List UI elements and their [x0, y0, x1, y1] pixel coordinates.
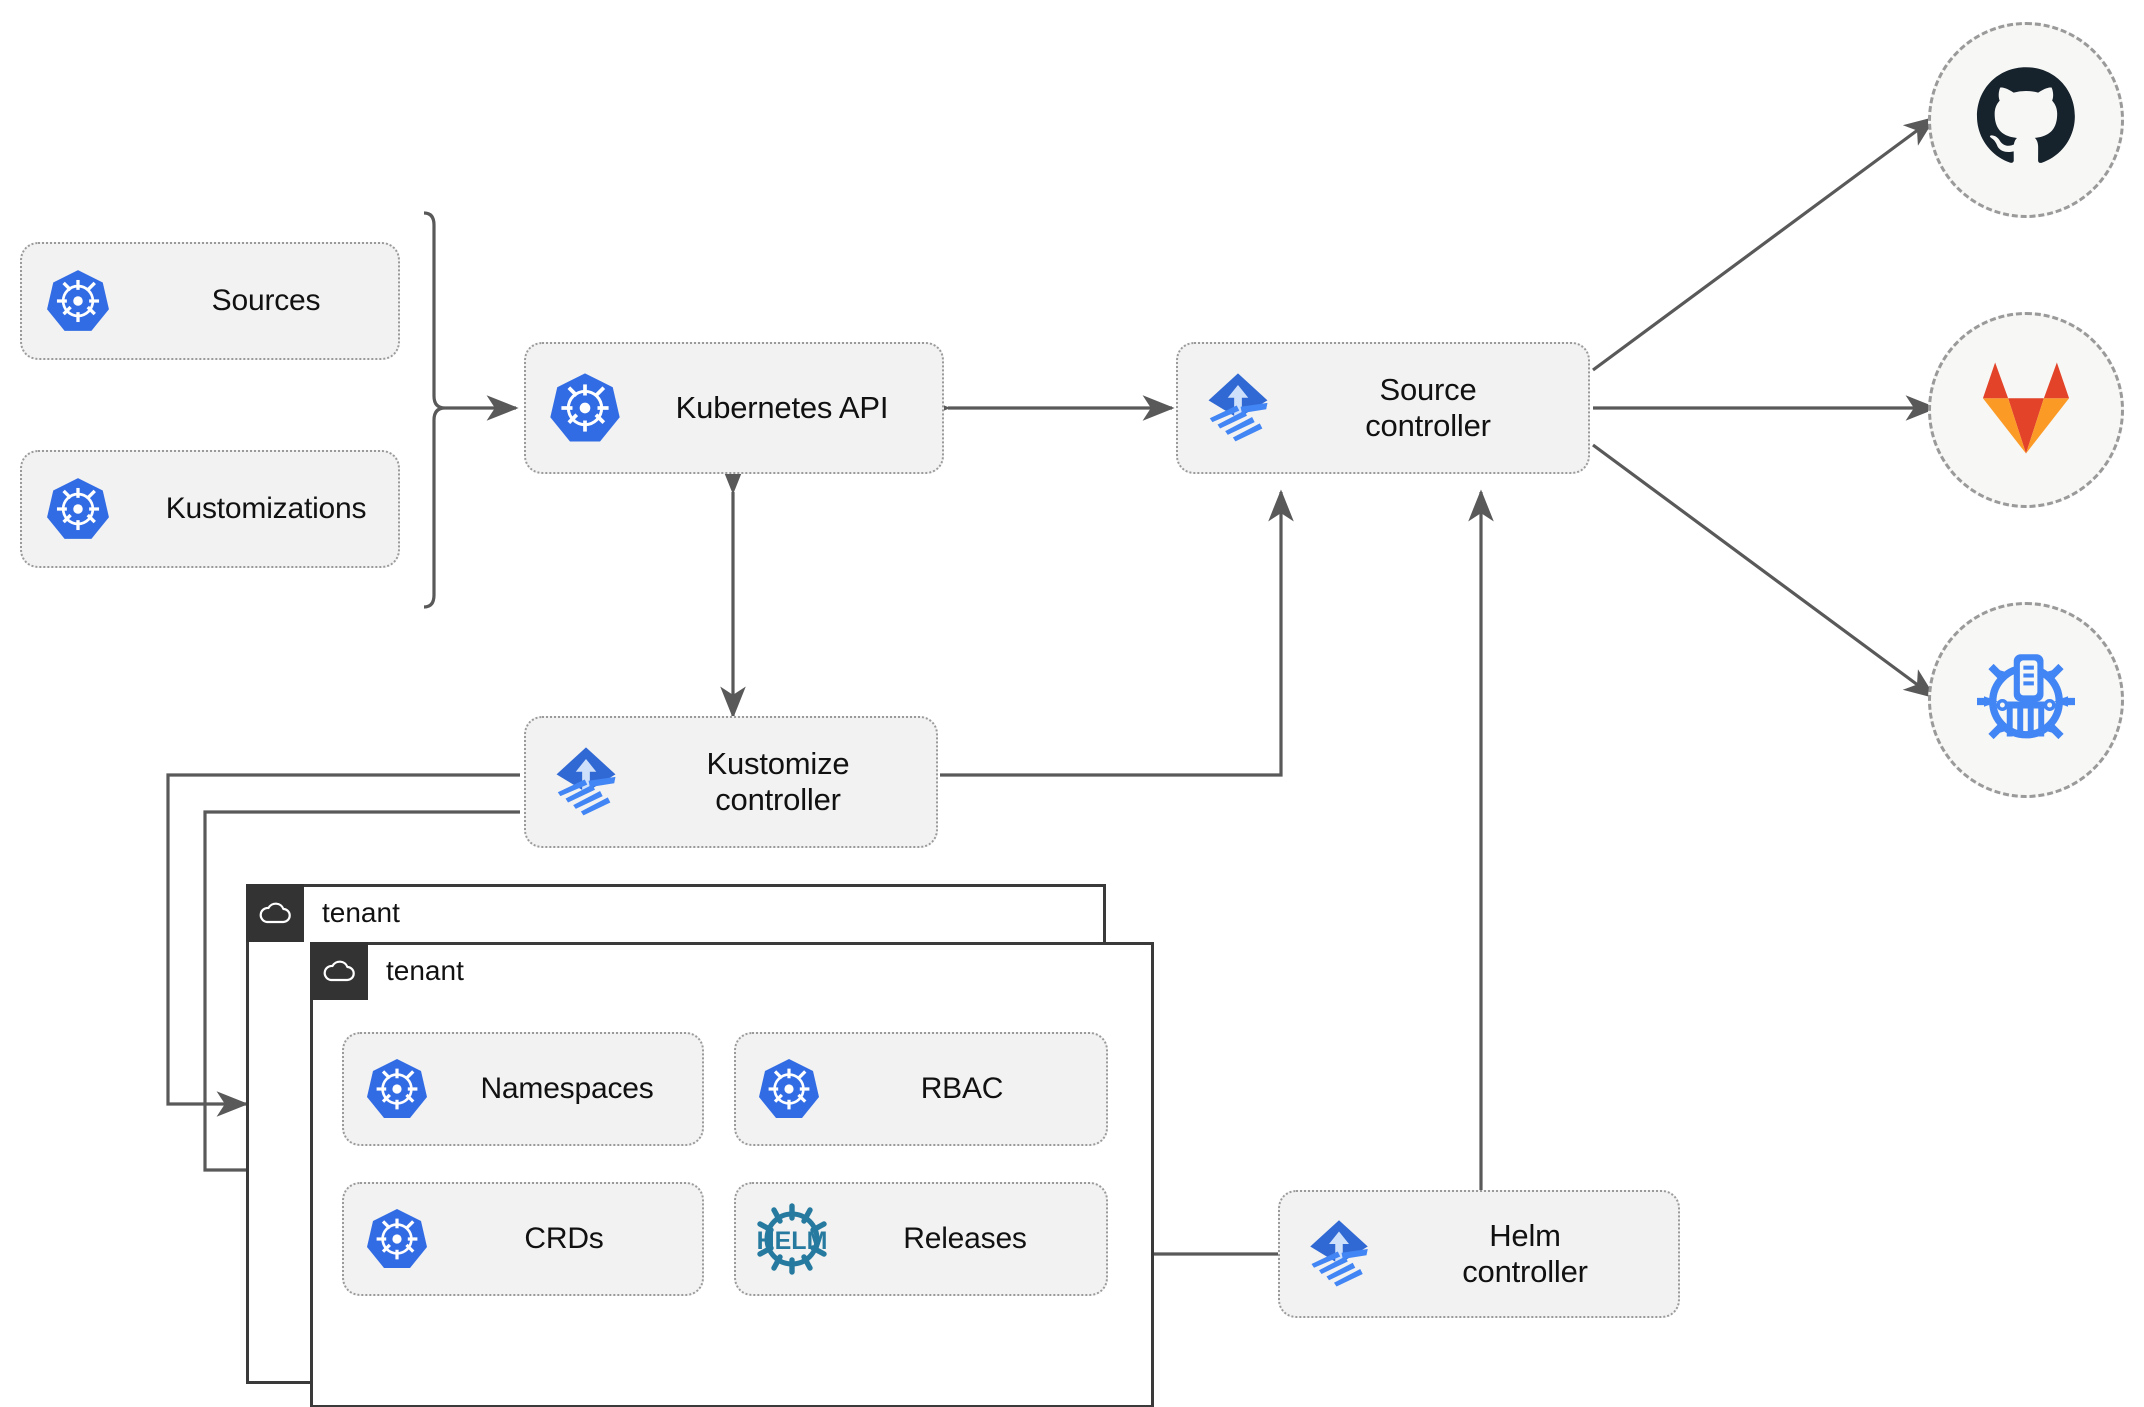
gitlab-icon: [1974, 358, 2078, 463]
node-kubernetes-api[interactable]: Kubernetes API: [524, 342, 944, 474]
tenant-header-front: tenant: [310, 942, 464, 1000]
node-label: Releases: [903, 1221, 1027, 1255]
helm-repository-icon: [1970, 642, 2082, 759]
node-kustomize-controller[interactable]: Kustomize controller: [524, 716, 938, 848]
node-kustomizations[interactable]: Kustomizations: [20, 450, 400, 568]
tenant-label: tenant: [322, 897, 400, 928]
node-label: Sources: [211, 283, 321, 317]
node-label: Helm controller: [1462, 1218, 1588, 1289]
node-label: CRDs: [524, 1221, 604, 1255]
node-label: Kustomizations: [165, 491, 367, 525]
cloud-icon: [310, 942, 368, 1000]
kubernetes-icon: [736, 1057, 842, 1121]
repo-helm-repository[interactable]: [1928, 602, 2124, 798]
kubernetes-icon: [22, 476, 134, 542]
node-label: Kubernetes API: [675, 390, 889, 426]
flux-icon: [1280, 1214, 1398, 1294]
repo-gitlab[interactable]: [1928, 312, 2124, 508]
node-releases[interactable]: HELM Releases: [734, 1182, 1108, 1296]
node-label: Namespaces: [480, 1071, 654, 1105]
kubernetes-icon: [344, 1207, 450, 1271]
repo-github[interactable]: [1928, 22, 2124, 218]
svg-text:HELM: HELM: [757, 1227, 828, 1255]
cloud-icon: [246, 884, 304, 942]
node-source-controller[interactable]: Source controller: [1176, 342, 1590, 474]
helm-icon: HELM: [736, 1198, 848, 1280]
github-icon: [1973, 65, 2079, 176]
node-helm-controller[interactable]: Helm controller: [1278, 1190, 1680, 1318]
node-label: Kustomize controller: [706, 746, 850, 817]
node-namespaces[interactable]: Namespaces: [342, 1032, 704, 1146]
kubernetes-icon: [526, 371, 644, 445]
flux-icon: [526, 741, 646, 823]
kubernetes-icon: [344, 1057, 450, 1121]
node-label: RBAC: [920, 1071, 1004, 1105]
node-crds[interactable]: CRDs: [342, 1182, 704, 1296]
node-sources[interactable]: Sources: [20, 242, 400, 360]
tenant-label: tenant: [386, 955, 464, 986]
node-rbac[interactable]: RBAC: [734, 1032, 1108, 1146]
tenant-header-back: tenant: [246, 884, 400, 942]
flux-icon: [1178, 367, 1298, 449]
kubernetes-icon: [22, 268, 134, 334]
node-label: Source controller: [1365, 372, 1491, 443]
tenant-panel-front[interactable]: tenant: [310, 942, 1154, 1407]
